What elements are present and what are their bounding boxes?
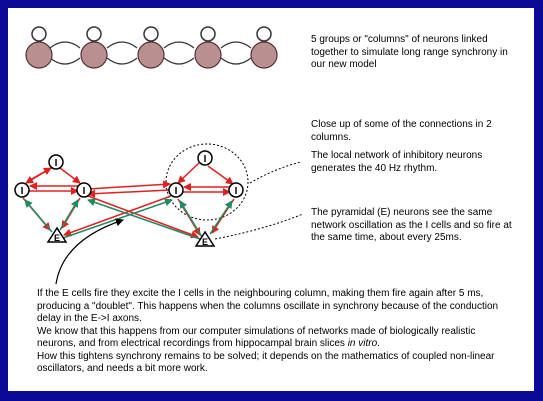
- svg-text:I: I: [204, 154, 207, 165]
- pyramidal-caption: The pyramidal (E) neurons see the same n…: [311, 207, 512, 243]
- inhibitory-node-right-1: I: [168, 182, 184, 198]
- column-chain: [25, 26, 278, 69]
- svg-text:E: E: [54, 233, 60, 243]
- explanation-paragraph-3: How this tightens synchrony remains to b…: [37, 350, 495, 375]
- pointer-doublet: [55, 218, 124, 285]
- inhibitory-node-left-top: I: [48, 154, 64, 170]
- svg-text:I: I: [55, 158, 58, 169]
- local-network-caption: The local network of inhibitory neurons …: [311, 150, 483, 174]
- five-groups-caption: 5 groups or "columns" of neurons linked …: [311, 34, 508, 70]
- explanation-paragraph-1: If the E cells fire they excite the I ce…: [37, 288, 499, 324]
- right-column-links: [177, 161, 235, 238]
- column-5: [250, 26, 278, 69]
- excitatory-node-right: E: [194, 230, 216, 247]
- column-1: [25, 26, 53, 69]
- svg-text:I: I: [235, 186, 238, 197]
- content-panel: I I I I I I E E: [8, 8, 534, 391]
- neuron-diagram: I I I I I I E E: [14, 26, 304, 285]
- close-up-caption: Close up of some of the connections in 2…: [311, 119, 492, 143]
- column-2: [80, 26, 108, 69]
- excitatory-node-left: E: [46, 226, 68, 243]
- inhibitory-node-right-top: I: [197, 150, 213, 166]
- inhibitory-network-outline: [165, 143, 249, 221]
- pointer-pyramidal: [214, 213, 304, 240]
- inhibitory-node-left-1: I: [14, 182, 30, 198]
- inhibitory-node-left-2: I: [76, 182, 92, 198]
- svg-text:I: I: [83, 186, 86, 197]
- svg-text:E: E: [202, 237, 208, 247]
- pointer-local-network: [249, 161, 302, 184]
- column-3: [137, 26, 165, 69]
- inhibitory-node-right-2: I: [228, 182, 244, 198]
- svg-text:I: I: [175, 186, 178, 197]
- explanation-text: If the E cells fire they excite the I ce…: [37, 288, 517, 376]
- column-4: [194, 26, 222, 69]
- svg-text:I: I: [21, 186, 24, 197]
- left-column-links: [22, 166, 81, 233]
- explanation-paragraph-2: We know that this happens from our compu…: [37, 325, 476, 350]
